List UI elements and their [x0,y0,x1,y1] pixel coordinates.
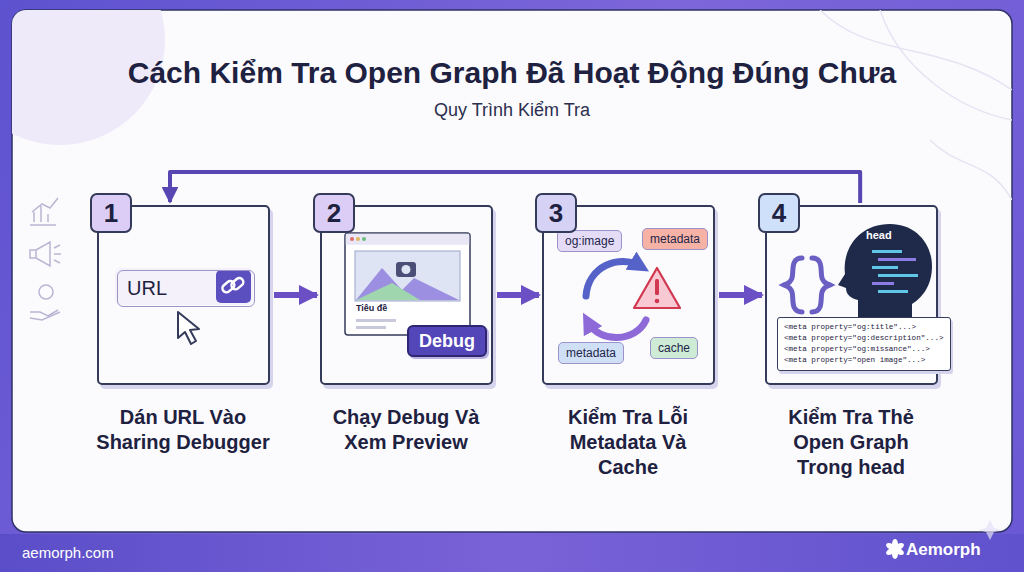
label-holder: Quy Trình Kiểm Tra [0,100,1024,121]
footer-bar [0,534,1024,572]
step-label: Dán URL Vào Sharing Debugger [95,405,271,455]
flow-arrow [719,292,762,298]
step-card: 1Dán URL Vào Sharing DebuggerURL [97,205,270,385]
head-label: head [866,229,892,241]
node-text: Debug [419,330,475,352]
logo-icon [885,539,905,559]
title: Cách Kiểm Tra Open Graph Đã Hoạt Động Đú… [0,56,1024,90]
label-holder: head [866,229,892,241]
cache-cycle [586,261,680,337]
step-label: Kiểm Tra Lỗi Metadata Và Cache [540,405,716,480]
step-number: 4 [758,193,800,233]
node-text: cache [658,340,690,356]
code-line: <meta property="open image"...> [784,355,944,366]
label-holder: Aemorph [906,540,981,560]
node-text: og:image [565,233,614,249]
subtitle: Quy Trình Kiểm Tra [0,100,1024,121]
title-holder: Cách Kiểm Tra Open Graph Đã Hoạt Động Đú… [0,56,1024,90]
side-icons [30,198,61,320]
metadata-tag: cache [650,337,698,359]
cursor-icon [178,312,199,344]
metadata-tag: metadata [558,342,624,364]
url-input: URL [117,270,255,307]
label-holder: Tiêu đề [356,303,387,313]
step-number: 2 [313,193,355,233]
node-text: metadata [566,345,616,361]
loop-arrow [170,172,860,203]
code-line: <meta property="og:title"...> [784,322,944,333]
flow-arrow [497,292,539,298]
step-card: 2Chạy Debug Và Xem PreviewDebug [320,205,493,385]
label-holder: aemorph.com [22,544,114,561]
code-head-art [784,224,932,318]
code-snippet-box: <meta property="og:title"...><meta prope… [777,317,951,371]
warning-icon [634,268,680,308]
step-number: 1 [90,193,132,233]
node-text: metadata [650,231,700,247]
debug-button: Debug [407,325,487,357]
metadata-tag: og:image [557,230,622,252]
flow-arrow [274,292,317,298]
step-number: 3 [535,193,577,233]
step-card: 4Kiểm Tra Thẻ Open Graph Trong head<meta… [765,205,938,385]
metadata-tag: metadata [642,228,708,250]
node-text: URL [118,271,254,305]
footer-url: aemorph.com [22,544,114,561]
url-input-art [115,268,253,344]
brand-name: Aemorph [906,540,981,560]
code-line: <meta property="og:missance"...> [784,344,944,355]
step-label: Kiểm Tra Thẻ Open Graph Trong head [763,405,939,480]
step-label: Chạy Debug Và Xem Preview [318,405,494,455]
image-caption: Tiêu đề [356,303,387,313]
code-line: <meta property="og:description"...> [784,333,944,344]
browser-window [345,233,470,335]
step-card: 3Kiểm Tra Lỗi Metadata Và Cacheog:imagem… [542,205,715,385]
head-silhouette [838,224,932,318]
